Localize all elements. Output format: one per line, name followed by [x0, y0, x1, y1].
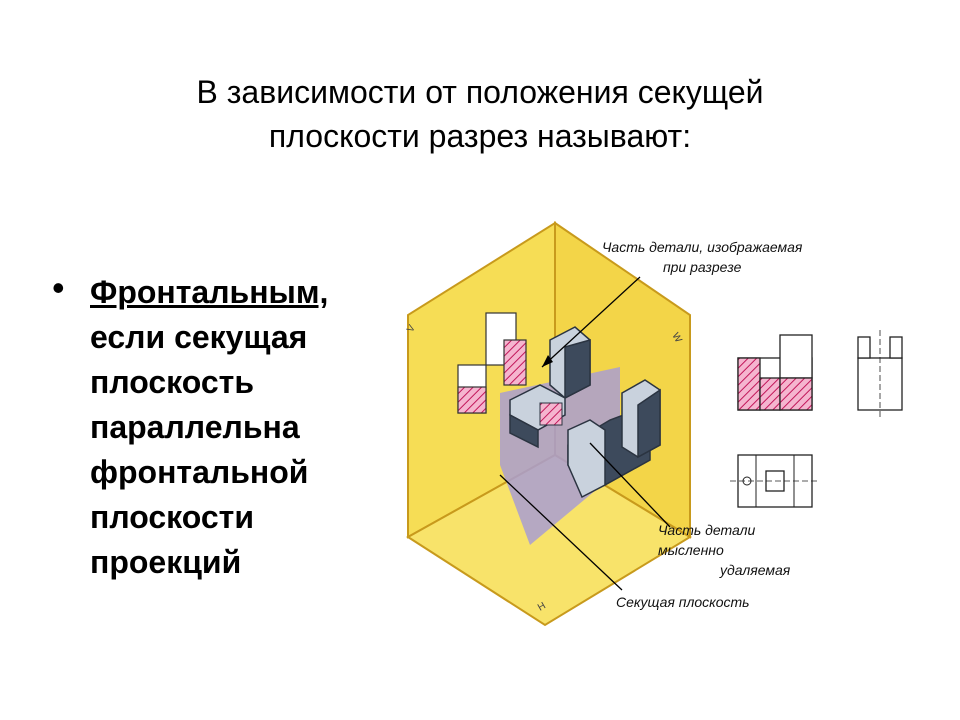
horizontal-plane: [406, 453, 692, 627]
slide-title: В зависимости от положения секущей плоск…: [0, 70, 960, 158]
leader-shown-part: [541, 276, 641, 368]
frontal-projection: [457, 312, 527, 414]
section-diagram: V W H Часть де: [390, 215, 940, 635]
callout-shown-part-line1: Часть детали, изображаемая: [602, 239, 803, 255]
plane-label-h: H: [536, 600, 548, 613]
callout-cutting-plane: Секущая плоскость: [616, 594, 750, 610]
plane-label-v: V: [405, 323, 418, 335]
title-line-2: плоскости разрез называют:: [268, 118, 692, 154]
part-remaining: [509, 326, 591, 449]
title-line-1: В зависимости от положения секущей: [196, 74, 764, 110]
arrowhead-shown-part: [542, 355, 553, 367]
callout-shown-part-line2: при разрезе: [662, 259, 742, 275]
diagram-svg: V W H: [405, 221, 903, 627]
callout-removed-part-line2: мысленно: [658, 542, 724, 558]
callout-removed-part-line3: удаляемая: [720, 562, 791, 578]
part-removed: [567, 379, 661, 499]
callout-removed-part: Часть детали мысленно удаляемая: [658, 520, 790, 580]
bullet-text: Фронтальным, если секущая плоскость пара…: [90, 270, 390, 585]
callout-shown-part: Часть детали, изображаемая при разрезе: [602, 237, 802, 277]
callout-removed-part-line1: Часть детали: [658, 522, 756, 538]
bullet-term: Фронтальным,: [90, 274, 329, 310]
bullet-marker: •: [52, 267, 65, 308]
leader-cutting-plane: [499, 474, 623, 591]
bullet-definition: если секущая плоскость параллельна фронт…: [90, 319, 309, 580]
ortho-front-view: [737, 334, 813, 411]
ortho-side-view: [857, 330, 903, 420]
ortho-top-view: [730, 454, 820, 508]
leader-removed-part: [589, 442, 671, 528]
